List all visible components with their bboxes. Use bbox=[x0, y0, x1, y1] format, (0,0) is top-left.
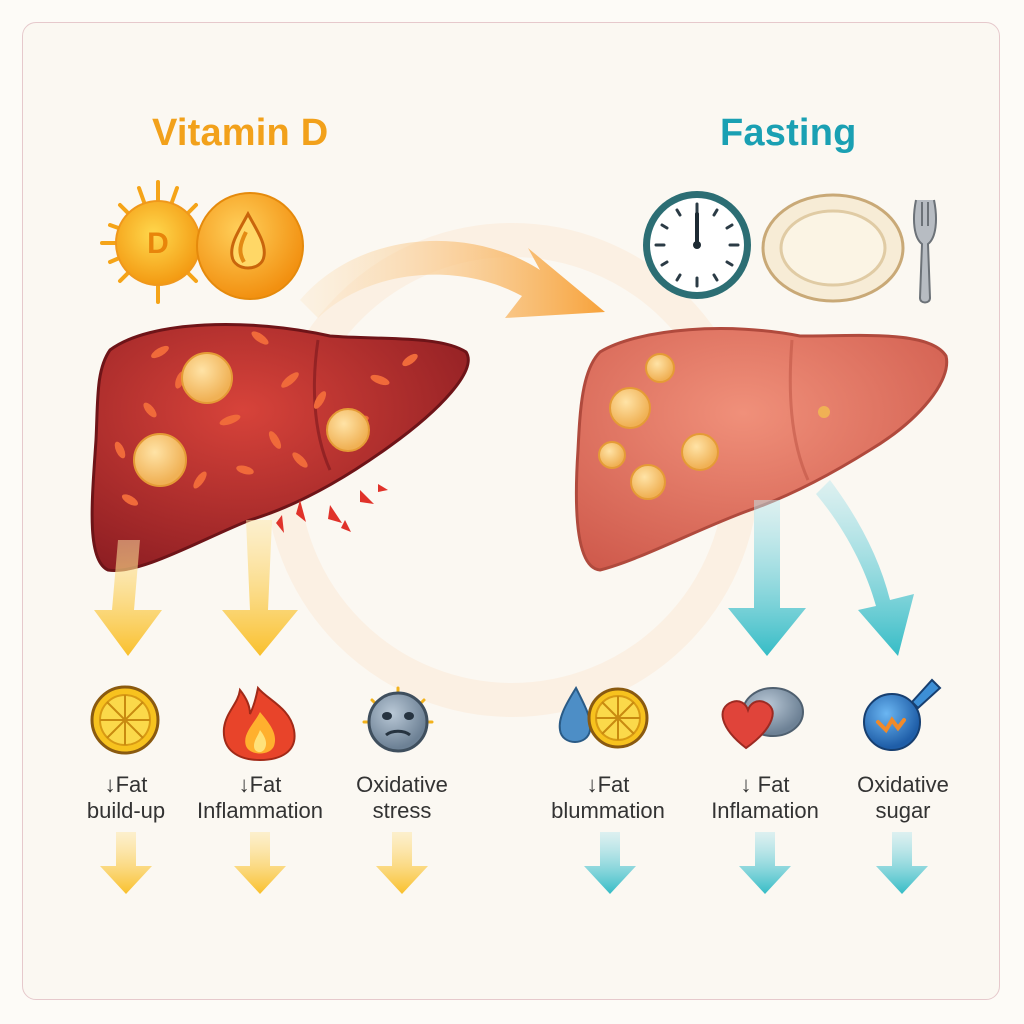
oil-drop-icon bbox=[196, 192, 304, 300]
effect-line2: Inflamation bbox=[711, 798, 819, 823]
vitamin-d-title: Vitamin D bbox=[152, 112, 329, 154]
drop-and-citrus-icon bbox=[558, 685, 649, 749]
effect-label-fat-blummation: ↓Fat blummation bbox=[518, 772, 698, 824]
vitamin-d-bottom-arrows bbox=[100, 832, 428, 894]
effect-line2: blummation bbox=[551, 798, 665, 823]
effect-line1: Oxidative bbox=[857, 772, 949, 797]
effect-line1: ↓ Fat bbox=[740, 772, 790, 797]
heart-and-stone-icon bbox=[721, 687, 804, 750]
stressed-face-icon bbox=[362, 686, 434, 753]
effect-line2: build-up bbox=[86, 798, 166, 823]
inflamed-liver bbox=[90, 323, 470, 572]
plate-icon bbox=[761, 193, 905, 303]
effect-label-fat-inflammation: ↓Fat Inflammation bbox=[170, 772, 350, 824]
vitamin-d-down-arrows bbox=[94, 520, 298, 656]
effect-line1: ↓Fat bbox=[104, 772, 148, 797]
sun-letter: D bbox=[147, 227, 169, 260]
fasting-liver bbox=[574, 327, 949, 572]
effect-label-oxidative-sugar: Oxidative sugar bbox=[813, 772, 993, 824]
effect-label-oxidative-stress: Oxidative stress bbox=[312, 772, 492, 824]
fork-icon bbox=[913, 199, 937, 304]
effect-line2: Inflammation bbox=[197, 798, 323, 823]
effect-label-fat-inflamation: ↓ Fat Inflamation bbox=[675, 772, 855, 824]
effect-line2: stress bbox=[372, 798, 432, 823]
effect-line2: sugar bbox=[875, 798, 931, 823]
effect-line1: ↓Fat bbox=[238, 772, 282, 797]
sun-icon bbox=[100, 180, 214, 304]
effect-label-fat-buildup: ↓Fat build-up bbox=[36, 772, 216, 824]
flame-icon bbox=[222, 685, 296, 762]
effect-line1: Oxidative bbox=[356, 772, 448, 797]
transition-arrow bbox=[300, 240, 605, 318]
clock-icon bbox=[643, 191, 751, 299]
citrus-slice-icon bbox=[90, 685, 160, 755]
effect-line1: ↓Fat bbox=[586, 772, 630, 797]
fasting-title: Fasting bbox=[720, 112, 857, 154]
fasting-down-arrows bbox=[728, 480, 914, 656]
fasting-bottom-arrows bbox=[584, 832, 928, 894]
blue-flask-icon bbox=[863, 678, 942, 751]
